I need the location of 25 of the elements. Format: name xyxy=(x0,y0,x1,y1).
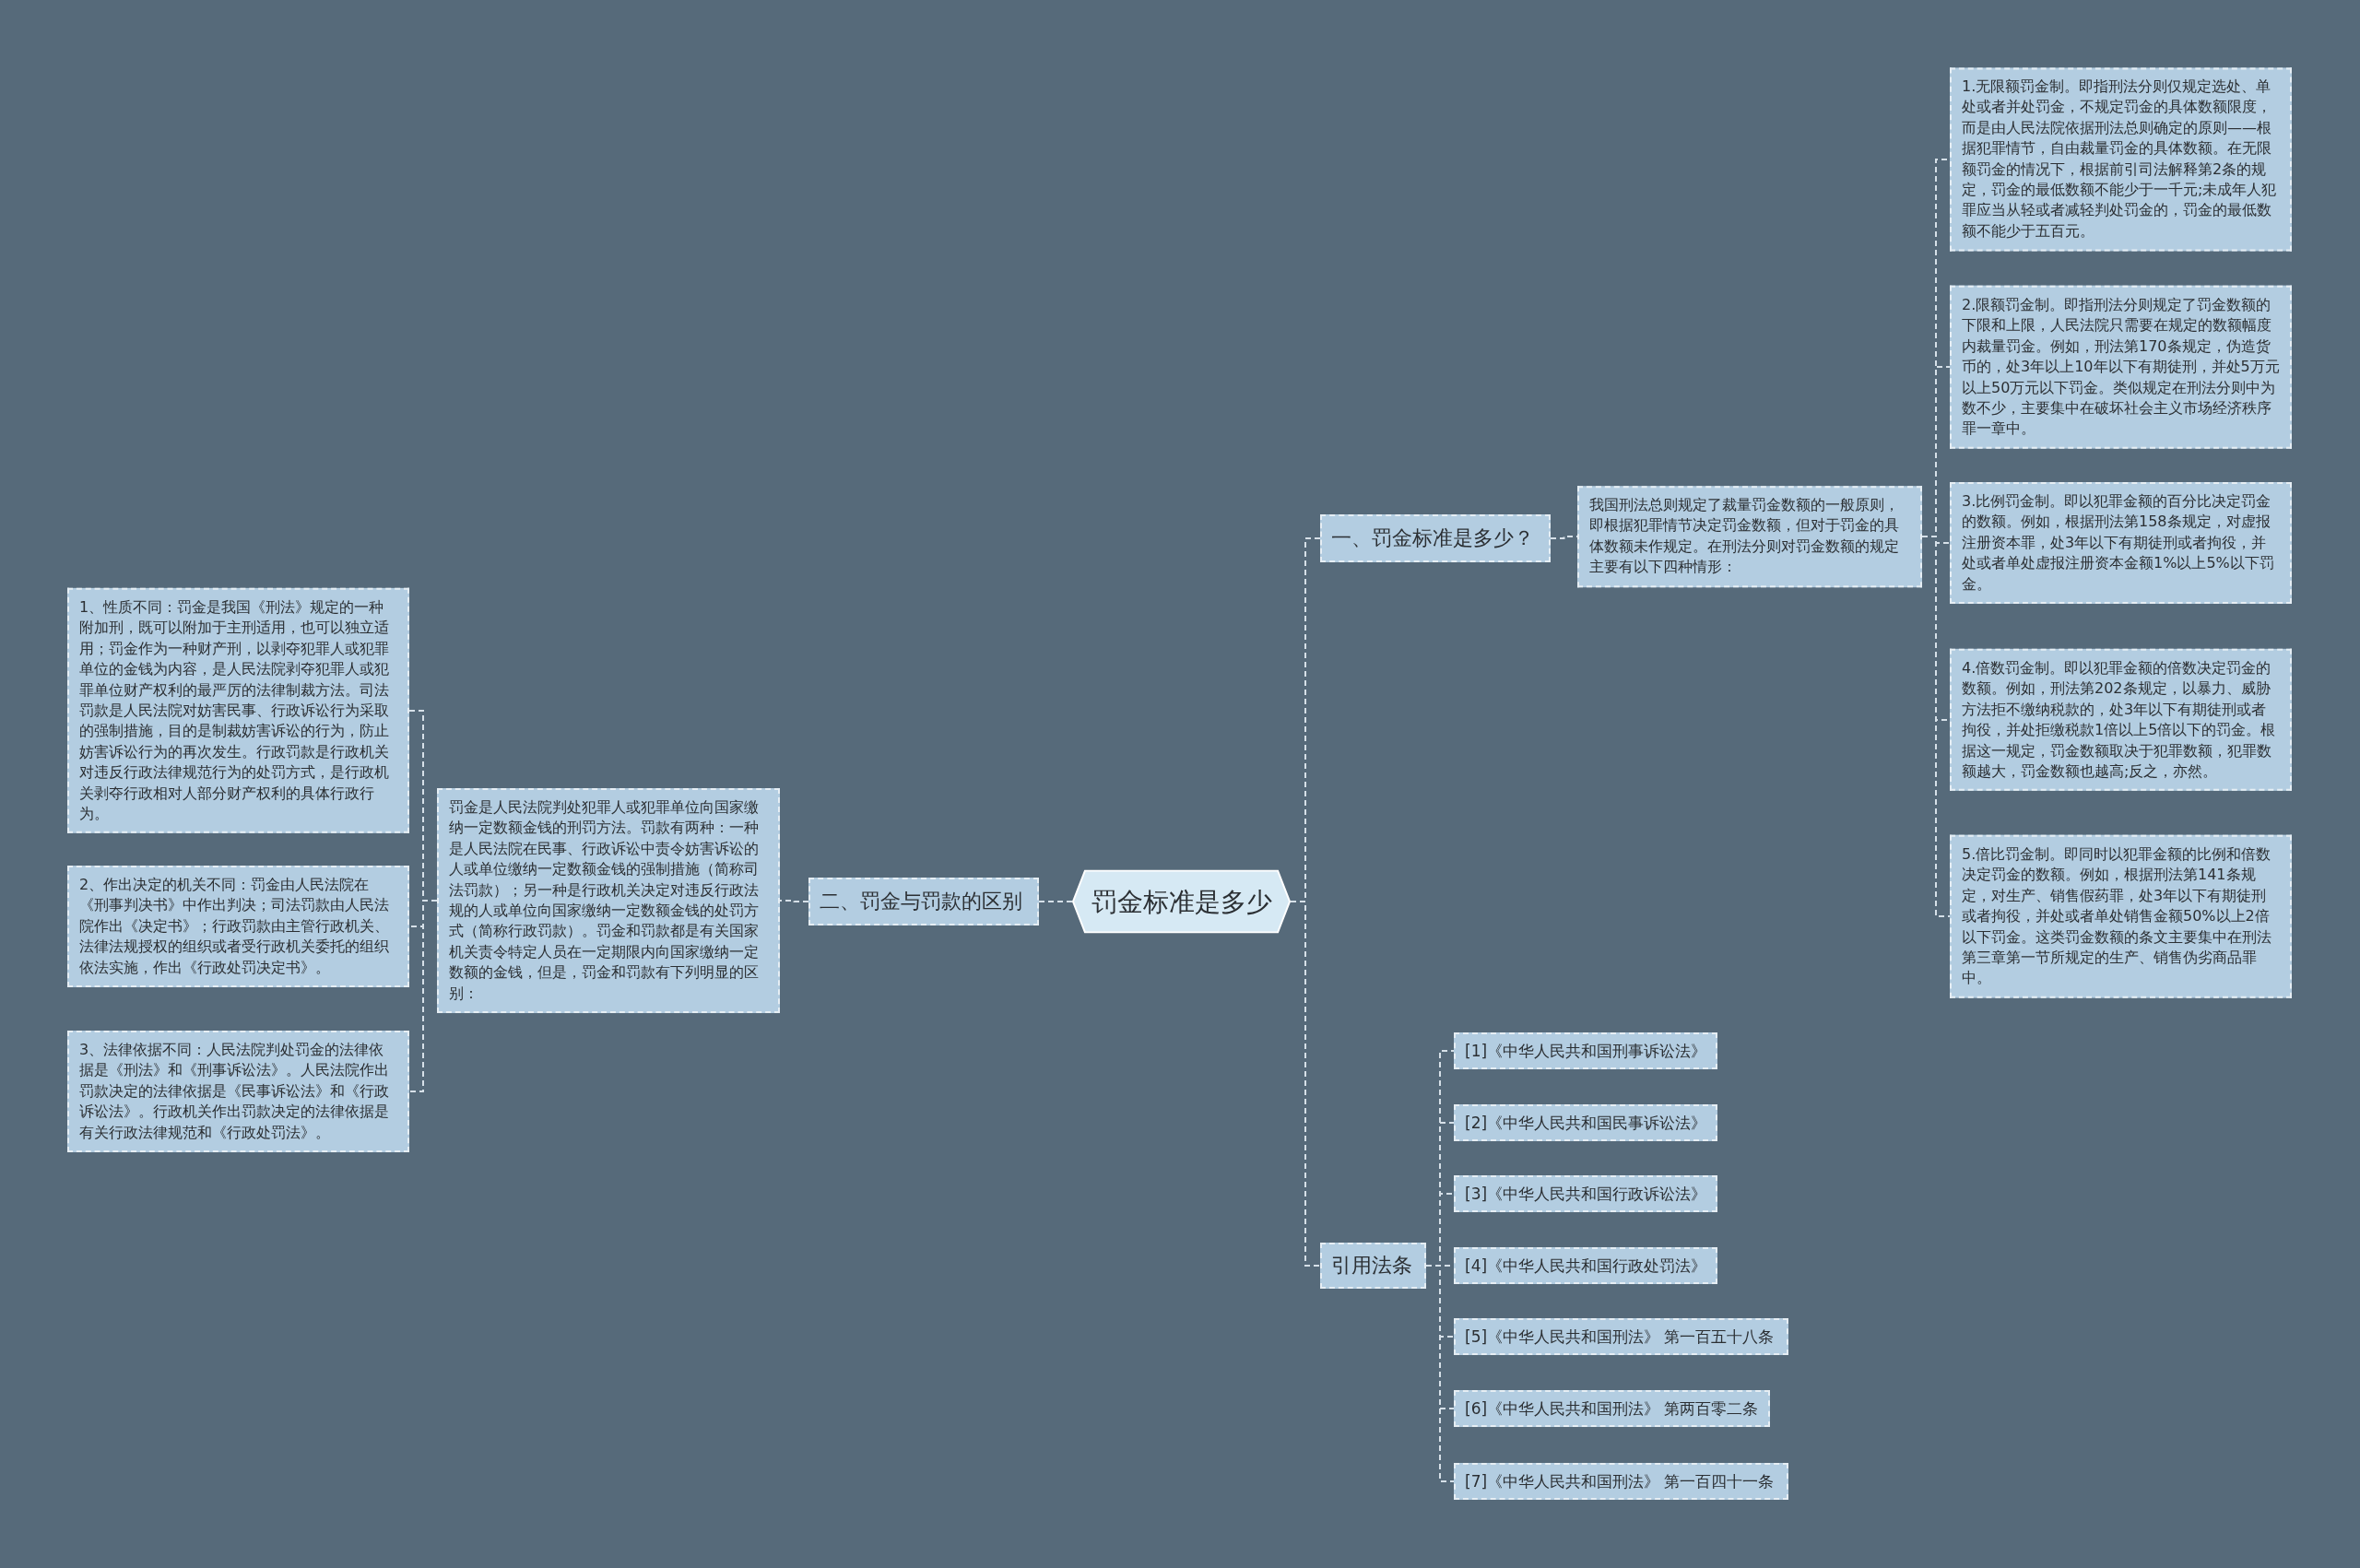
reference-box: [6]《中华人民共和国刑法》 第两百零二条 xyxy=(1454,1390,1770,1427)
central-topic: 罚金标准是多少 xyxy=(1072,869,1291,934)
text-box: 罚金是人民法院判处犯罪人或犯罪单位向国家缴纳一定数额金钱的刑罚方法。罚款有两种：一种是人民法院在民事、行政诉讼中责令妨害诉讼的人或单位缴纳一定数额金钱的强制措施（简称司法罚款）；另一种是行政机关决定对违反行政法规的人或单位向国家缴纳一定数额金钱的处罚方式（简称行政罚款）。罚金和罚款都是有关国家机关责令特定人员在一定期限内向国家缴纳一定数额的金钱，但是，罚金和罚款有下列明显的区别： xyxy=(437,788,780,1013)
text-box: 我国刑法总则规定了裁量罚金数额的一般原则，即根据犯罪情节决定罚金数额，但对于罚金的具体数额未作规定。在刑法分则对罚金数额的规定主要有以下四种情形： xyxy=(1577,486,1922,587)
text-box: 3.比例罚金制。即以犯罪金额的百分比决定罚金的数额。例如，根据刑法第158条规定，对虚报注册资本罪，处3年以下有期徒刑或者拘役，并处或者单处虚报注册资本金额1%以上5%以下罚金。 xyxy=(1950,482,2292,604)
reference-box: [3]《中华人民共和国行政诉讼法》 xyxy=(1454,1175,1717,1212)
reference-box: [5]《中华人民共和国刑法》 第一百五十八条 xyxy=(1454,1318,1788,1355)
topic-box: 二、罚金与罚款的区别 xyxy=(808,878,1039,925)
connector xyxy=(408,900,438,1092)
text-box: 5.倍比罚金制。即同时以犯罪金额的比例和倍数决定罚金的数额。例如，根据刑法第141条规定，对生产、销售假药罪，处3年以下有期徒刑或者拘役，并处或者单处销售金额50%以上2倍以下罚金。这类罚金数额的条文主要集中在刑法第三章第一节所规定的生产、销售伪劣商品罪中。 xyxy=(1950,834,2292,998)
text-box: 1.无限额罚金制。即指刑法分则仅规定选处、单处或者并处罚金，不规定罚金的具体数额限度，而是由人民法院依据刑法总则确定的原则——根据犯罪情节，自由裁量罚金的具体数额。在无限额罚金的情况下，根据前引司法解释第2条的规定，罚金的最低数额不能少于一千元;未成年人犯罪应当从轻或者减轻判处罚金的，罚金的最低数额不能少于五百元。 xyxy=(1950,67,2292,252)
text-box: 2、作出决定的机关不同：罚金由人民法院在《刑事判决书》中作出判决；司法罚款由人民法院作出《决定书》；行政罚款由主管行政机关、法律法规授权的组织或者受行政机关委托的组织依法实施，作出《行政处罚决定书》。 xyxy=(67,866,409,987)
connector xyxy=(1038,901,1073,902)
topic-box: 引用法条 xyxy=(1320,1243,1426,1289)
reference-box: [7]《中华人民共和国刑法》 第一百四十一条 xyxy=(1454,1463,1788,1500)
reference-box: [2]《中华人民共和国民事诉讼法》 xyxy=(1454,1104,1717,1141)
connector xyxy=(779,900,809,902)
text-box: 4.倍数罚金制。即以犯罪金额的倍数决定罚金的数额。例如，刑法第202条规定，以暴力、威胁方法拒不缴纳税款的，处3年以下有期徒刑或者拘役，并处拒缴税款1倍以上5倍以下的罚金。根据这一规定，罚金数额取决于犯罪数额，犯罪数额越大，罚金数额也越高;反之，亦然。 xyxy=(1950,648,2292,792)
topic-box: 一、罚金标准是多少？ xyxy=(1320,514,1551,562)
text-box: 1、性质不同：罚金是我国《刑法》规定的一种附加刑，既可以附加于主刑适用，也可以独立适用；罚金作为一种财产刑，以剥夺犯罪人或犯罪单位的金钱为内容，是人民法院剥夺犯罪人或犯罪单位财产权利的最严厉的法律制裁方法。司法罚款是人民法院对妨害民事、行政诉讼行为采取的强制措施，目的是制裁妨害诉讼的行为，防止妨害诉讼行为的再次发生。行政罚款是行政机关对违反行政法律规范行为的处罚方式，是行政机关剥夺行政相对人部分财产权利的具体行政行为。 xyxy=(67,587,409,834)
text-box: 3、法律依据不同：人民法院判处罚金的法律依据是《刑法》和《刑事诉讼法》。人民法院作出罚款决定的法律依据是《民事诉讼法》和《行政诉讼法》。行政机关作出罚款决定的法律依据是有关行政法律规范和《行政处罚法》。 xyxy=(67,1031,409,1152)
text-box: 2.限额罚金制。即指刑法分则规定了罚金数额的下限和上限，人民法院只需要在规定的数额幅度内裁量罚金。例如，刑法第170条规定，伪造货币的，处3年以上10年以下有期徒刑，并处5万元以上50万元以下罚金。类似规定在刑法分则中为数不少，主要集中在破坏社会主义市场经济秩序罪一章中。 xyxy=(1950,285,2292,449)
reference-box: [4]《中华人民共和国行政处罚法》 xyxy=(1454,1247,1717,1284)
reference-box: [1]《中华人民共和国刑事诉讼法》 xyxy=(1454,1032,1717,1069)
connector xyxy=(1425,1265,1455,1482)
